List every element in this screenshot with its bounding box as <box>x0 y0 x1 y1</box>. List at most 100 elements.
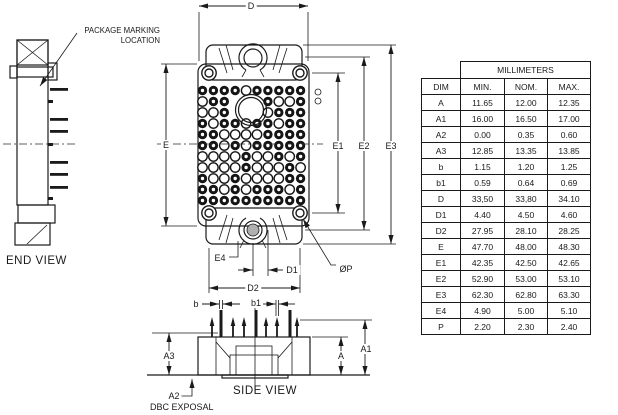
table-cell: 0.59 <box>460 174 505 191</box>
table-cell: 34.10 <box>546 190 592 207</box>
table-cell: 28.10 <box>504 222 548 239</box>
table-cell: 42.50 <box>504 254 548 271</box>
table-cell: 27.95 <box>460 222 505 239</box>
table-cell: 1.20 <box>504 158 548 175</box>
dim-label-d2: D2 <box>245 283 261 293</box>
dim-label-a2: A2 <box>166 391 182 401</box>
dim-label-a3: A3 <box>161 351 177 361</box>
table-header-millimeters: MILLIMETERS <box>459 61 592 79</box>
table-cell: 2.40 <box>546 318 592 335</box>
table-cell: 11.65 <box>460 94 505 111</box>
dim-label-a: A <box>335 351 347 361</box>
dim-label-e1: E1 <box>330 141 346 151</box>
top-clamp <box>205 43 303 81</box>
dim-label-d: D <box>245 1 257 11</box>
side-view-pins <box>209 310 300 337</box>
table-cell: 28.25 <box>546 222 592 239</box>
table-cell: D <box>421 190 461 207</box>
table-cell: 42.65 <box>546 254 592 271</box>
table-cell: 16.50 <box>504 110 548 127</box>
table-cell: 0.00 <box>460 126 505 143</box>
table-col-dim: DIM <box>421 78 461 95</box>
pin-grid <box>197 85 306 206</box>
table-cell: 5.10 <box>546 302 592 319</box>
table-cell: 62.30 <box>460 286 505 303</box>
table-cell: D2 <box>421 222 461 239</box>
dbc-exposal-label: DBC EXPOSAL <box>150 402 214 412</box>
table-cell: 13.35 <box>504 142 548 159</box>
end-view-title: END VIEW <box>6 255 67 267</box>
dim-label-e2: E2 <box>356 141 372 151</box>
table-cell: b <box>421 158 461 175</box>
table-cell: 16.00 <box>460 110 505 127</box>
index-hole <box>314 88 322 96</box>
dim-label-e3: E3 <box>383 141 399 151</box>
index-hole <box>314 97 322 105</box>
end-view-drawing <box>3 32 78 246</box>
package-marking-leader <box>39 32 78 87</box>
mounting-hole-diameter-leader <box>302 218 336 266</box>
table-cell: b1 <box>421 174 461 191</box>
e4-leader <box>229 241 239 258</box>
table-cell: 5.00 <box>504 302 548 319</box>
dimension-lines-side-view <box>152 300 372 397</box>
table-cell: 42.35 <box>460 254 505 271</box>
package-marking-callout-line1: PACKAGE MARKING <box>84 26 160 35</box>
package-marking-callout: PACKAGE MARKING LOCATION <box>78 26 160 46</box>
table-cell: 12.85 <box>460 142 505 159</box>
table-cell: 33,50 <box>460 190 505 207</box>
table-cell: 48.00 <box>504 238 548 255</box>
table-cell: 62.80 <box>504 286 548 303</box>
mounting-holes <box>201 65 308 221</box>
table-cell: 52.90 <box>460 270 505 287</box>
table-cell: 2.30 <box>504 318 548 335</box>
table-cell: D1 <box>421 206 461 223</box>
package-marking-callout-line2: LOCATION <box>120 36 160 45</box>
table-cell: P <box>421 318 461 335</box>
table-cell: 4.60 <box>546 206 592 223</box>
table-cell: 0.64 <box>504 174 548 191</box>
side-view-drawing <box>147 308 370 391</box>
table-cell: A <box>421 94 461 111</box>
dim-label-a1: A1 <box>358 344 374 354</box>
bottom-clamp <box>205 207 303 249</box>
table-cell: E2 <box>421 270 461 287</box>
table-cell: 12.35 <box>546 94 592 111</box>
table-cell: 0.35 <box>504 126 548 143</box>
table-cell: E1 <box>421 254 461 271</box>
table-cell: E4 <box>421 302 461 319</box>
dim-label-e: E <box>160 140 172 150</box>
dim-label-op: ØP <box>337 264 355 274</box>
table-cell: A1 <box>421 110 461 127</box>
table-cell: 53.10 <box>546 270 592 287</box>
table-col-min: MIN. <box>460 78 505 95</box>
table-cell: 17.00 <box>546 110 592 127</box>
top-view-drawing <box>157 43 323 249</box>
center-hole <box>234 93 268 127</box>
table-cell: 4.50 <box>504 206 548 223</box>
table-cell: 13.85 <box>546 142 592 159</box>
dim-label-d1: D1 <box>284 265 300 275</box>
dim-label-b1: b1 <box>248 298 264 308</box>
table-cell: E <box>421 238 461 255</box>
table-cell: 47.70 <box>460 238 505 255</box>
table-cell: 1.15 <box>460 158 505 175</box>
table-cell: A2 <box>421 126 461 143</box>
a2-leader <box>181 378 195 397</box>
table-col-max: MAX. <box>546 78 592 95</box>
dim-label-e4: E4 <box>212 253 228 263</box>
table-cell: 0.69 <box>546 174 592 191</box>
dim-label-b: b <box>191 299 201 309</box>
